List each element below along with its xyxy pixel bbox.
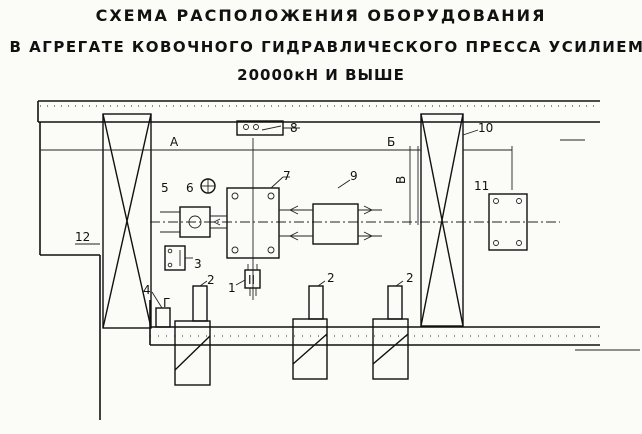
label-n1b: ΙΙ — [248, 273, 255, 287]
item-11-rack — [488, 193, 528, 251]
dimension-v: В — [394, 176, 408, 184]
label-10: 10 — [478, 121, 493, 135]
item-labels: ΙΙ 1 2 2 2 3 4 5 6 7 8 9 10 11 12 А Б В … — [75, 121, 493, 310]
diagram-title-line-2: В АГРЕГАТЕ КОВОЧНОГО ГИДРАВЛИЧЕСКОГО ПРЕ… — [9, 38, 642, 56]
item-8-panel — [236, 120, 300, 136]
item-2-furnace-2 — [292, 280, 328, 380]
crane-frame-right — [420, 113, 464, 327]
diagram-title-line-3: 20000кН И ВЫШЕ — [237, 66, 405, 84]
item-2-furnace-3 — [372, 280, 409, 380]
label-3: 3 — [194, 257, 202, 271]
item-1-pump — [235, 264, 261, 296]
item-5-manipulator — [160, 206, 227, 238]
item-2-furnace-1 — [174, 280, 211, 386]
label-11: 11 — [474, 179, 489, 193]
label-4: 4 — [143, 283, 151, 297]
label-2a: 2 — [207, 273, 215, 287]
item-6-tool — [200, 178, 216, 194]
item-4-box — [151, 291, 171, 328]
dimension-lines — [40, 138, 640, 351]
label-9: 9 — [350, 169, 358, 183]
label-2b: 2 — [327, 271, 335, 285]
label-5: 5 — [161, 181, 169, 195]
dimension-g: Г — [163, 296, 170, 310]
item-7-press — [226, 176, 290, 259]
item-10-leader — [462, 129, 479, 136]
label-2c: 2 — [406, 271, 414, 285]
dimension-a: А — [170, 135, 179, 149]
label-8: 8 — [290, 121, 298, 135]
label-1: 1 — [228, 281, 236, 295]
label-7: 7 — [283, 169, 291, 183]
item-3-unit — [164, 245, 193, 271]
dimension-b: Б — [387, 135, 395, 149]
diagram-title-line-1: СХЕМА РАСПОЛОЖЕНИЯ ОБОРУДОВАНИЯ — [95, 6, 547, 25]
building-walls — [37, 100, 600, 420]
label-6: 6 — [186, 181, 194, 195]
label-12: 12 — [75, 230, 90, 244]
item-9-manipulator — [279, 179, 382, 245]
